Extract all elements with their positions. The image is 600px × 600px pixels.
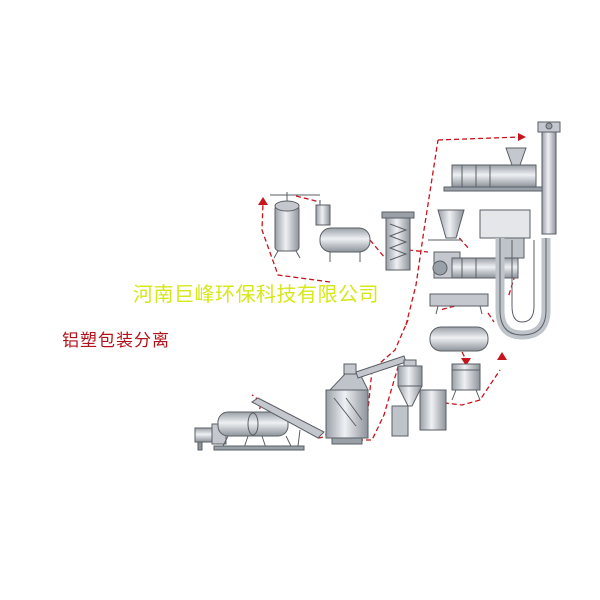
cooling-tray bbox=[429, 293, 489, 315]
flow-line-dryer-return bbox=[439, 301, 471, 311]
reactor-vessel-small bbox=[315, 200, 331, 226]
arrow-marker bbox=[258, 197, 268, 205]
cyclone-separator bbox=[391, 359, 447, 437]
arrow-marker bbox=[497, 352, 507, 360]
flow-lines bbox=[237, 136, 521, 441]
u-loop-dryer bbox=[495, 238, 551, 340]
coil-column bbox=[381, 211, 415, 271]
flow-line-tower-to-cyclone bbox=[358, 359, 401, 441]
flow-line-to-storage bbox=[487, 312, 495, 323]
flow-line-tower-up bbox=[365, 319, 409, 431]
arrow-marker bbox=[518, 133, 526, 141]
vertical-bucket-elevator bbox=[537, 121, 561, 235]
flow-line-tank-to-column bbox=[369, 239, 386, 259]
storage-tank bbox=[429, 326, 489, 352]
inclined-conveyor bbox=[251, 397, 325, 447]
flow-line-storage-to-hopper bbox=[461, 351, 467, 361]
rotary-drum bbox=[213, 411, 305, 451]
screw-extruder bbox=[443, 147, 543, 192]
company-watermark: 河南巨峰环保科技有限公司 bbox=[133, 282, 379, 306]
flow-line-column-to-feeder bbox=[407, 249, 429, 253]
hydropulper-tower bbox=[325, 363, 369, 445]
flow-line-vessel-to-tank bbox=[295, 195, 321, 203]
control-cabinet bbox=[479, 209, 531, 239]
reactor-vessel-tall bbox=[270, 192, 320, 259]
flow-arrows bbox=[258, 133, 526, 366]
flow-line-top-run bbox=[437, 136, 521, 141]
flow-line-main-riser bbox=[405, 139, 439, 326]
flow-line-cyclone-to-hopper bbox=[419, 369, 501, 406]
horizontal-tank bbox=[319, 227, 371, 262]
flow-line-left-loop bbox=[261, 202, 331, 283]
feeder-cyclone bbox=[428, 209, 465, 279]
pelletizer-extruder bbox=[451, 235, 525, 279]
collection-hopper bbox=[451, 363, 481, 401]
diagram-title: 铝塑包装分离 bbox=[62, 331, 170, 351]
arrow-marker bbox=[461, 358, 471, 366]
